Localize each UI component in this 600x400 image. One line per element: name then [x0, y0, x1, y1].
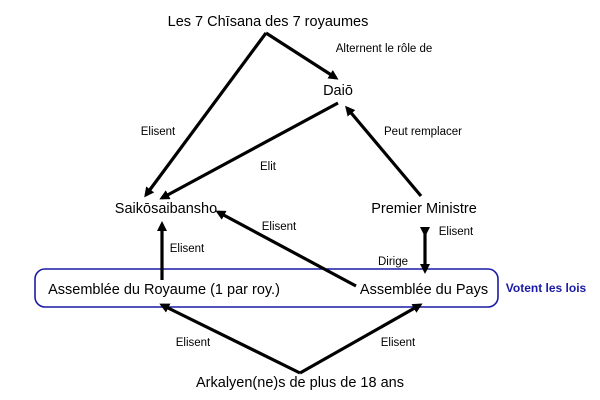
node-assemblee-royaume: Assemblée du Royaume (1 par roy.) — [48, 282, 280, 298]
node-citoyens: Arkalyen(ne)s de plus de 18 ans — [196, 375, 404, 391]
legislature-box — [34, 268, 499, 308]
edge-label-royaume-saiko: Elisent — [170, 243, 205, 255]
edge-label-chisana-daio: Alternent le rôle de — [336, 43, 433, 55]
arrow-chisana-to-daio — [265, 31, 339, 80]
arrow-citoyens-to-pays — [299, 303, 423, 375]
edge-label-daio-saiko: Elit — [260, 161, 277, 173]
edge-label-pays-saiko: Elisent — [262, 221, 297, 233]
arrow-chisana-to-saikosaibansho — [144, 32, 268, 198]
node-premier-ministre: Premier Ministre — [371, 201, 477, 217]
arrow-citoyens-to-royaume — [159, 303, 301, 375]
arrow-daio-to-saikosaibansho — [159, 101, 339, 200]
node-assemblee-pays: Assemblée du Pays — [360, 282, 488, 298]
arrow-pays-to-saikosaibansho — [215, 210, 357, 288]
legislature-label: Votent les lois — [506, 281, 587, 295]
edge-label-citoyens-pays: Elisent — [381, 337, 416, 349]
edge-label-chisana-saiko: Elisent — [141, 126, 176, 138]
node-saikosaibansho: Saikōsaibansho — [115, 201, 217, 217]
edge-label-pm-daio: Peut remplacer — [384, 126, 462, 138]
node-daio: Daiō — [323, 83, 353, 99]
edge-label-citoyens-royaume: Elisent — [176, 337, 211, 349]
edge-label-pm-pays: Dirige — [378, 256, 408, 268]
arrow-pm-to-daio — [345, 105, 423, 198]
node-chisana: Les 7 Chīsana des 7 royaumes — [168, 14, 369, 30]
edge-label-pays-pm: Elisent — [439, 226, 474, 238]
